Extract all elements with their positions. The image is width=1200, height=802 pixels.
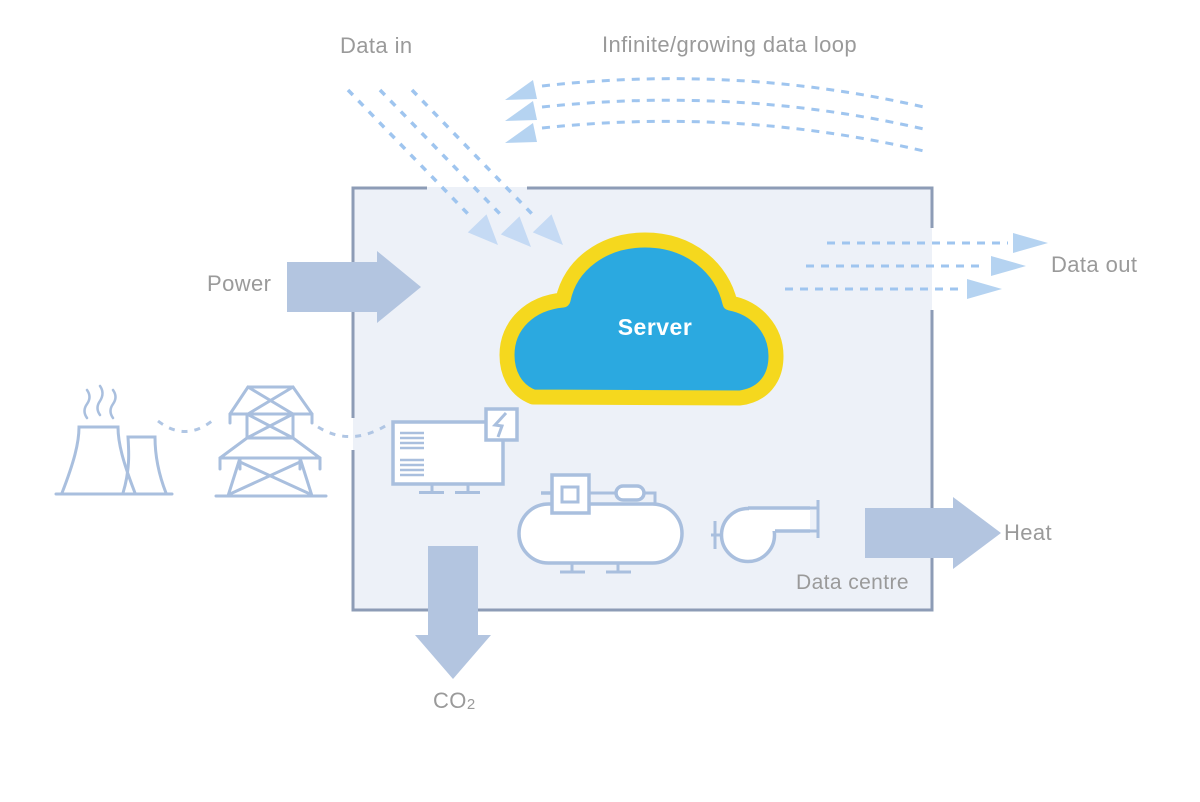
data-out-label: Data out [1051, 252, 1138, 277]
heat-arrow [865, 497, 1001, 569]
co2-label: CO2 [433, 688, 476, 714]
data-loop-arrowheads [505, 80, 537, 143]
fan-pump-icon [711, 500, 820, 564]
cooling-tank-icon [517, 473, 684, 574]
co2-arrow [415, 546, 491, 679]
data-out-arrows [785, 233, 1048, 299]
data-in-arrows [346, 88, 563, 247]
lightning-bolt-icon [491, 411, 508, 438]
power-arrow [287, 251, 421, 323]
server-cabinet-icon [391, 407, 519, 494]
server-label: Server [617, 314, 693, 340]
electricity-pylon-icon [214, 385, 328, 498]
data-out-arrowheads [967, 233, 1048, 299]
data-loop-arrows [505, 77, 929, 154]
data-in-arrowheads [467, 214, 563, 247]
data-in-label: Data in [340, 33, 413, 58]
lightning-badge [484, 407, 519, 442]
cloud-server-icon [499, 232, 784, 406]
power-line-dashes [157, 419, 391, 438]
power-station-icon [54, 384, 174, 496]
data-centre-label: Data centre [796, 571, 909, 594]
data-loop-label: Infinite/growing data loop [602, 32, 858, 57]
heat-label: Heat [1004, 520, 1053, 545]
power-label: Power [207, 271, 272, 296]
co2-text: CO [433, 688, 467, 713]
server-slots [400, 431, 424, 477]
steam-icon [83, 384, 117, 420]
co2-subscript: 2 [466, 696, 476, 713]
